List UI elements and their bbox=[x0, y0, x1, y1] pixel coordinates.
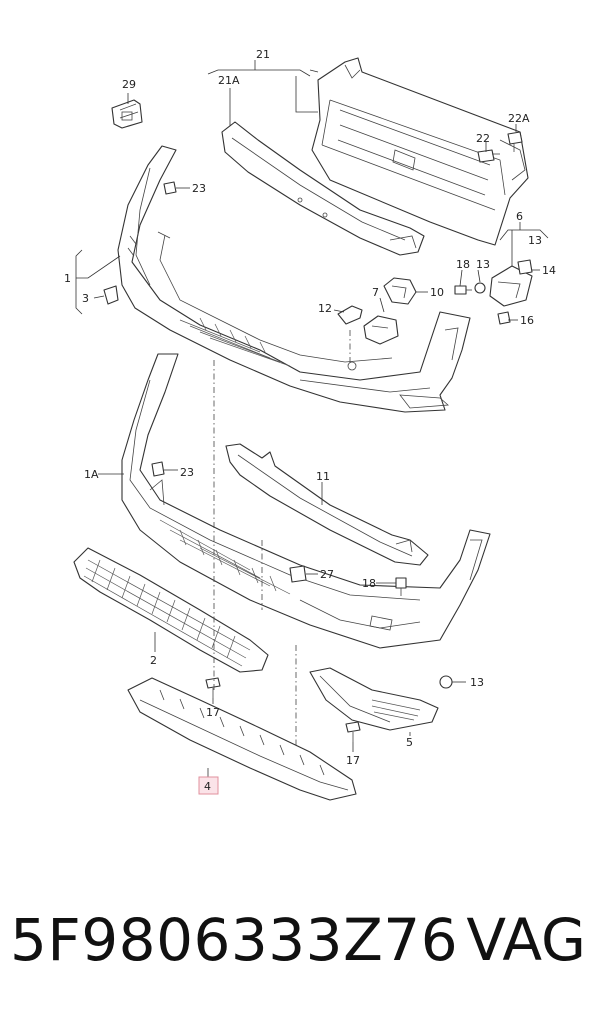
callout-7: 7 bbox=[372, 286, 379, 299]
part-14-bolt bbox=[517, 259, 533, 275]
part-17-bolt-left bbox=[205, 677, 221, 698]
callout-23-lower: 23 bbox=[180, 466, 194, 479]
part-13-nut bbox=[474, 282, 486, 294]
callout-4-highlight bbox=[198, 776, 219, 795]
callout-21A: 21A bbox=[218, 74, 240, 87]
callout-22: 22 bbox=[476, 132, 490, 145]
part-18-bolt-lower bbox=[395, 577, 407, 596]
callout-13-lower: 13 bbox=[470, 676, 484, 689]
callout-13-mid: 13 bbox=[476, 258, 490, 271]
part-1A-lower-cover bbox=[121, 353, 491, 649]
callout-17-left: 17 bbox=[206, 706, 220, 719]
callout-27: 27 bbox=[320, 568, 334, 581]
part-21-carrier bbox=[311, 57, 529, 246]
callout-11: 11 bbox=[316, 470, 330, 483]
parts-diagram: 29 21 21A 22 22A 23 6 13 1 18 13 14 7 10… bbox=[64, 48, 556, 801]
callout-16: 16 bbox=[520, 314, 534, 327]
part-10-holder bbox=[383, 277, 417, 305]
callout-5: 5 bbox=[406, 736, 413, 749]
callout-13-right: 13 bbox=[528, 234, 542, 247]
part-22A-bolt bbox=[507, 131, 523, 152]
part-5-light-trim bbox=[309, 667, 439, 731]
part-number: 5F9806333Z76 bbox=[10, 906, 459, 974]
callout-10: 10 bbox=[430, 286, 444, 299]
part-21A-beam bbox=[221, 121, 425, 256]
callout-2: 2 bbox=[150, 654, 157, 667]
part-1-bumper-cover bbox=[117, 145, 471, 413]
part-29-clip bbox=[111, 99, 143, 129]
callout-3: 3 bbox=[82, 292, 89, 305]
leader-lines bbox=[75, 60, 549, 778]
callout-18-upper: 18 bbox=[456, 258, 470, 271]
caption: 5F9806333Z76 VAG bbox=[0, 895, 600, 985]
callout-14: 14 bbox=[542, 264, 556, 277]
callout-4: 4 bbox=[204, 780, 211, 793]
part-18-bolt-upper bbox=[454, 285, 472, 295]
callout-18-lower: 18 bbox=[362, 577, 376, 590]
part-4-spoiler bbox=[127, 677, 357, 801]
part-3-clip bbox=[103, 285, 119, 305]
callout-12: 12 bbox=[318, 302, 332, 315]
part-7-bracket bbox=[363, 315, 399, 345]
callout-22A: 22A bbox=[508, 112, 530, 125]
part-23-clip-lower bbox=[151, 461, 165, 477]
part-12-cap bbox=[337, 305, 363, 325]
part-22-bolt bbox=[477, 149, 500, 163]
part-11-trim-strip bbox=[225, 443, 429, 566]
part-13-nut-lower bbox=[439, 675, 453, 689]
brand-label: VAG bbox=[466, 906, 586, 974]
callout-labels: 29 21 21A 22 22A 23 6 13 1 18 13 14 7 10… bbox=[64, 48, 556, 795]
part-23-clip-upper bbox=[163, 181, 177, 195]
callout-23-upper: 23 bbox=[192, 182, 206, 195]
callout-1: 1 bbox=[64, 272, 71, 285]
callout-1A: 1A bbox=[84, 468, 99, 481]
callout-29: 29 bbox=[122, 78, 136, 91]
part-27-clip bbox=[289, 565, 307, 583]
callout-6: 6 bbox=[516, 210, 523, 223]
part-2-grille bbox=[73, 547, 269, 673]
callout-21: 21 bbox=[256, 48, 270, 61]
callout-17-right: 17 bbox=[346, 754, 360, 767]
part-17-bolt-right bbox=[345, 721, 361, 742]
part-16-bolt bbox=[497, 311, 511, 325]
